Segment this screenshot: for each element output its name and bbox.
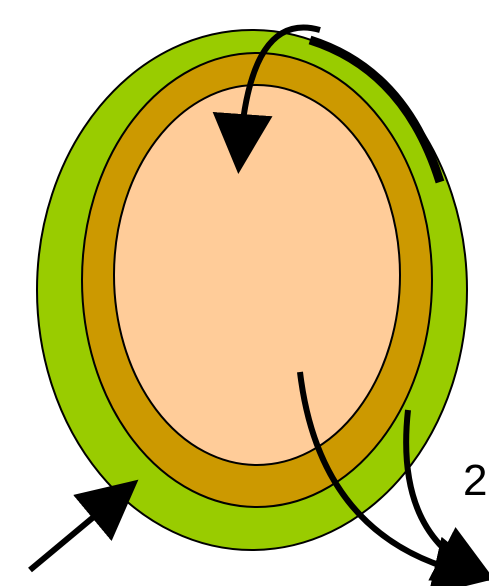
inner-peach-core [114, 85, 400, 465]
entry-arrow-bottom-left [30, 495, 120, 570]
partial-number-label: 2 [463, 456, 487, 505]
